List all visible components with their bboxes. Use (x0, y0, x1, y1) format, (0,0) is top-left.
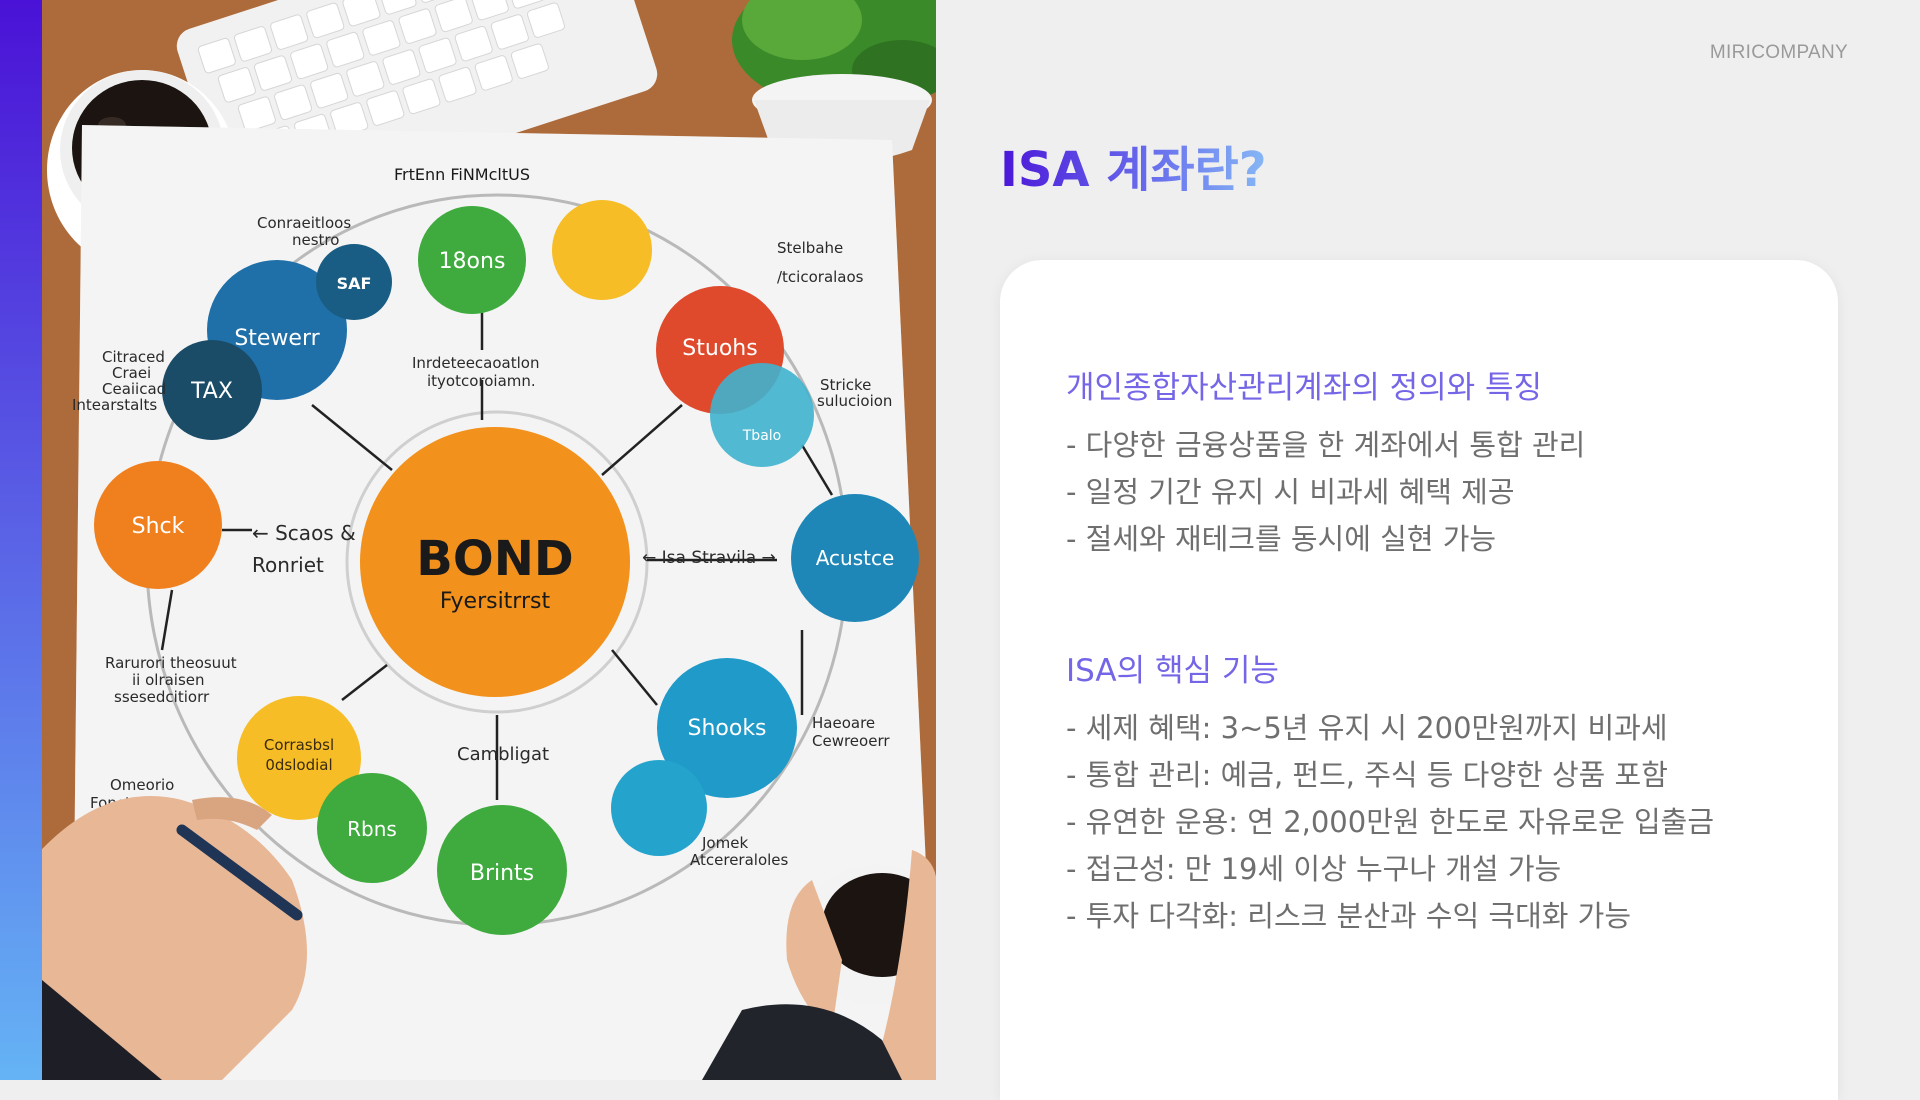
list-item: - 접근성: 만 19세 이상 누구나 개설 가능 (1066, 852, 1562, 886)
svg-text:Citraced: Citraced (102, 348, 165, 366)
page-title: ISA 계좌란? (1000, 130, 1267, 200)
photo-illustration: 18ons SAF Stewerr TAX Stuohs Tbalo Acust… (42, 0, 936, 1080)
svg-text:Ceaiicad: Ceaiicad (102, 380, 166, 398)
svg-text:← Isa Stravila →: ← Isa Stravila → (642, 548, 776, 568)
content-card: 개인종합자산관리계좌의 정의와 특징 - 다양한 금융상품을 한 계좌에서 통합… (1000, 260, 1838, 1100)
definition-list: - 다양한 금융상품을 한 계좌에서 통합 관리 - 일정 기간 유지 시 비과… (1066, 422, 1585, 563)
svg-text:Stewerr: Stewerr (234, 326, 320, 351)
svg-text:Rbns: Rbns (347, 817, 397, 841)
svg-text:ii olraisen: ii olraisen (132, 671, 205, 689)
svg-text:TAX: TAX (190, 379, 233, 404)
features-list: - 세제 혜택: 3~5년 유지 시 200만원까지 비과세 - 통합 관리: … (1066, 705, 1714, 940)
svg-text:Tbalo: Tbalo (742, 428, 781, 444)
svg-text:Cewreoerr: Cewreoerr (812, 732, 890, 750)
svg-text:← Scaos &: ← Scaos & (252, 521, 356, 545)
hand-with-pen (42, 796, 307, 1080)
svg-text:FrtEnn FiNMcltUS: FrtEnn FiNMcltUS (394, 165, 530, 184)
section-heading-definition: 개인종합자산관리계좌의 정의와 특징 (1066, 370, 1543, 406)
svg-text:Corrasbsl: Corrasbsl (264, 736, 334, 754)
svg-text:Shooks: Shooks (687, 716, 766, 741)
svg-text:Intearstalts: Intearstalts (72, 396, 157, 414)
svg-text:Rarurori theosuut: Rarurori theosuut (105, 654, 237, 672)
accent-bar (0, 0, 42, 1080)
list-item: - 일정 기간 유지 시 비과세 혜택 제공 (1066, 475, 1515, 509)
svg-text:ityotcoroiamn.: ityotcoroiamn. (427, 372, 536, 390)
list-item: - 투자 다각화: 리스크 분산과 수익 극대화 가능 (1066, 899, 1632, 933)
svg-text:Brints: Brints (470, 861, 534, 886)
hand-with-coffee (702, 850, 936, 1080)
svg-text:nestro: nestro (292, 231, 339, 249)
svg-text:BOND: BOND (416, 531, 573, 587)
list-item: - 유연한 운용: 연 2,000만원 한도로 자유로운 입출금 (1066, 805, 1715, 839)
list-item: - 절세와 재테크를 동시에 실현 가능 (1066, 522, 1497, 556)
center-circle (360, 427, 630, 697)
section-heading-features: ISA의 핵심 기능 (1066, 653, 1279, 689)
svg-text:0dslodial: 0dslodial (265, 756, 332, 774)
list-item: - 통합 관리: 예금, 펀드, 주식 등 다양한 상품 포함 (1066, 758, 1668, 792)
svg-text:Acustce: Acustce (816, 546, 895, 570)
svg-text:Haeoare: Haeoare (812, 714, 875, 732)
svg-text:sulucioion: sulucioion (817, 392, 892, 410)
svg-text:Stricke: Stricke (820, 376, 871, 394)
svg-text:Stuohs: Stuohs (682, 336, 757, 361)
svg-text:Inrdeteecaoatlon: Inrdeteecaoatlon (412, 354, 539, 372)
svg-text:Cambligat: Cambligat (457, 744, 549, 765)
svg-text:SAF: SAF (337, 274, 372, 293)
circle-label: 18ons (439, 249, 506, 274)
svg-text:Fyersitrrst: Fyersitrrst (440, 589, 551, 614)
svg-text:Jomek: Jomek (701, 834, 748, 852)
svg-text:Ronriet: Ronriet (252, 553, 324, 577)
svg-text:Shck: Shck (132, 514, 185, 539)
svg-text:Atcereraloles: Atcereraloles (690, 851, 789, 869)
list-item: - 다양한 금융상품을 한 계좌에서 통합 관리 (1066, 428, 1586, 462)
svg-text:Stelbahe: Stelbahe (777, 239, 843, 257)
svg-text:Conraeitloos: Conraeitloos (257, 214, 351, 232)
svg-text:Omeorio: Omeorio (110, 776, 174, 794)
svg-text:ssesedcitiorr: ssesedcitiorr (114, 688, 210, 706)
brand-name: MIRICOMPANY (1709, 42, 1848, 63)
list-item: - 세제 혜택: 3~5년 유지 시 200만원까지 비과세 (1066, 711, 1668, 745)
svg-text:/tcicoralaos: /tcicoralaos (777, 268, 864, 286)
svg-text:Craei: Craei (112, 364, 151, 382)
